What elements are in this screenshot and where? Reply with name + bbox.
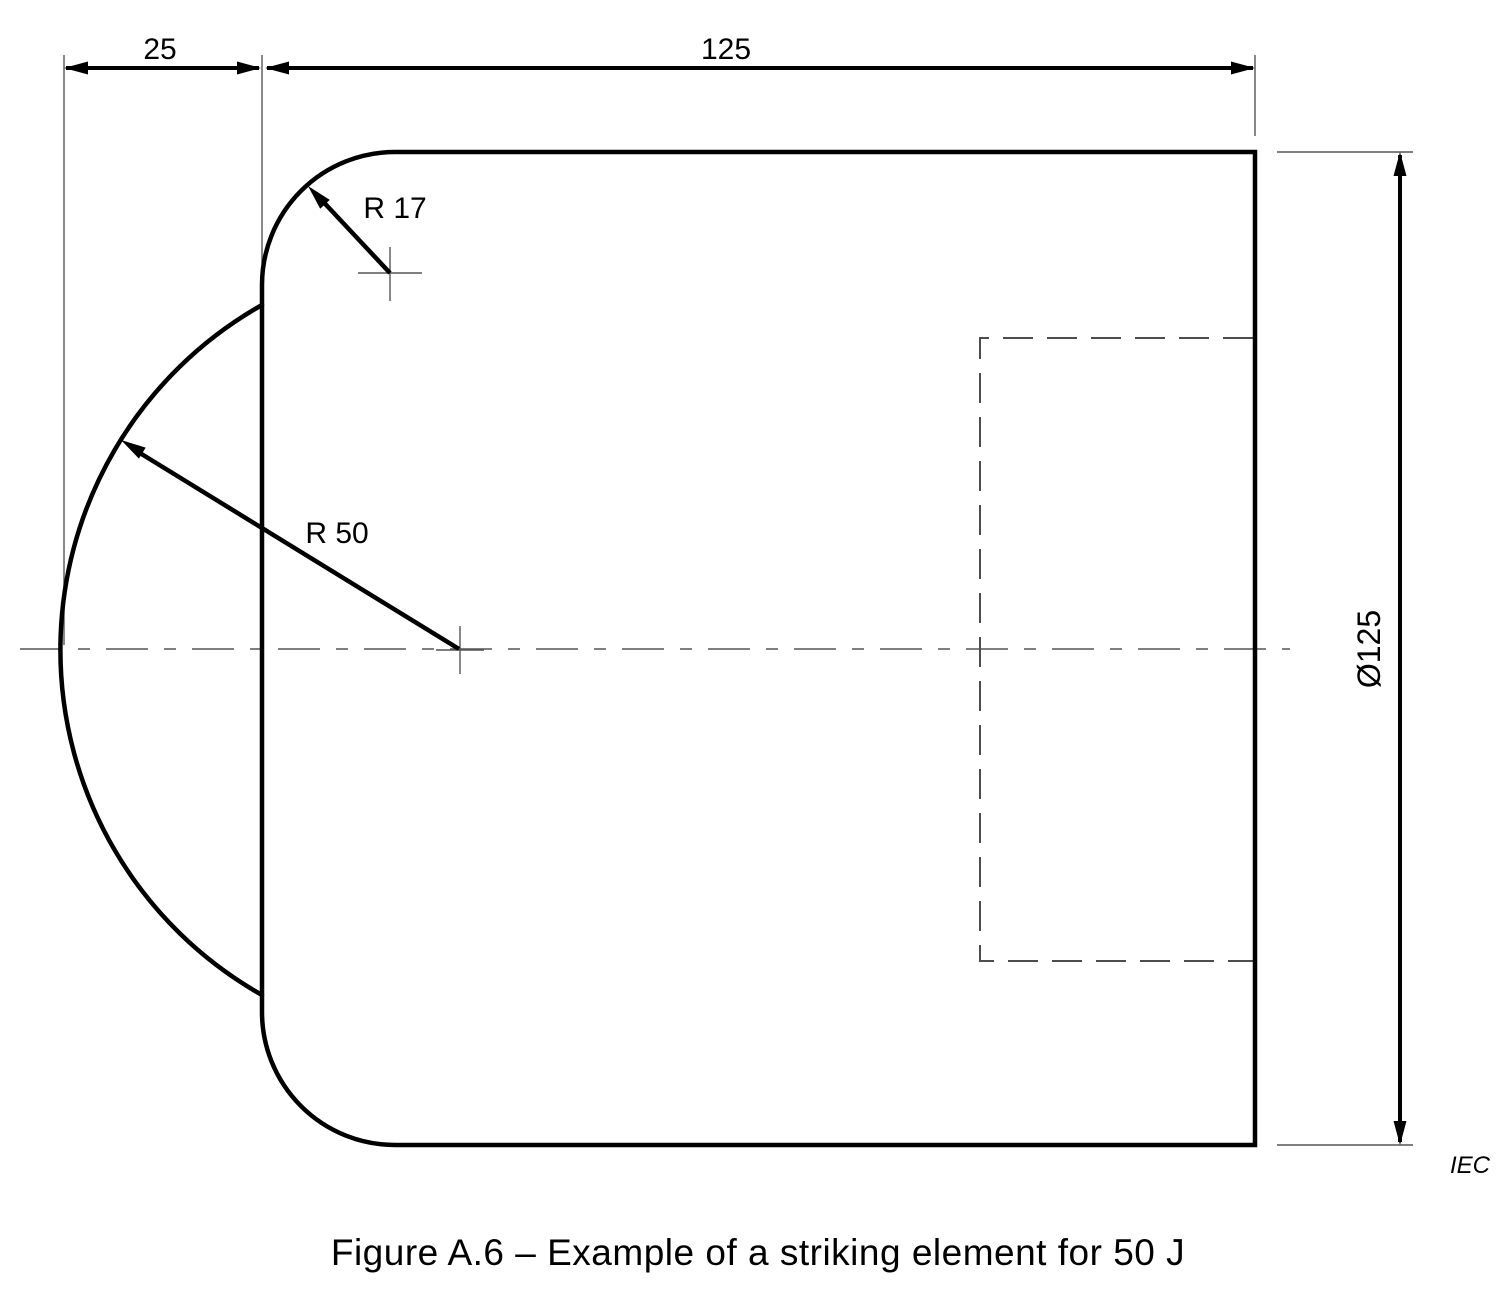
arrowhead-125-right [1231,61,1255,75]
iec-source-label: IEC [1450,1152,1491,1179]
radius-50-center-cross [436,626,484,674]
arrowhead-radius-17 [308,186,330,209]
arrowhead-radius-50 [121,440,146,459]
hidden-cavity-outline [979,337,1253,962]
dim-125-label: 125 [701,33,751,66]
arrowhead-25-left [64,61,88,75]
arrowhead-25-right [237,61,261,75]
outline-group [58,149,1258,1148]
arrowhead-125-left [265,61,289,75]
radius-50-label: R 50 [305,517,368,550]
spherical-face-arc [58,302,265,998]
radius-17-leader [313,191,392,275]
arrowhead-diameter-bottom [1393,1121,1407,1145]
arrowheads-group [64,61,1407,1145]
striking-element-body-outline [259,149,1258,1148]
dimension-lines-group [66,66,1402,1142]
diameter-label: Ø125 [1351,610,1387,688]
arrowhead-diameter-top [1393,152,1407,176]
radius-17-center-cross [358,247,422,301]
figure-caption: Figure A.6 – Example of a striking eleme… [331,1232,1185,1273]
radius-50-leader [133,448,461,651]
radius-17-label: R 17 [363,192,426,225]
dim-25-label: 25 [143,33,176,66]
thin-lines-group [20,55,1413,1146]
